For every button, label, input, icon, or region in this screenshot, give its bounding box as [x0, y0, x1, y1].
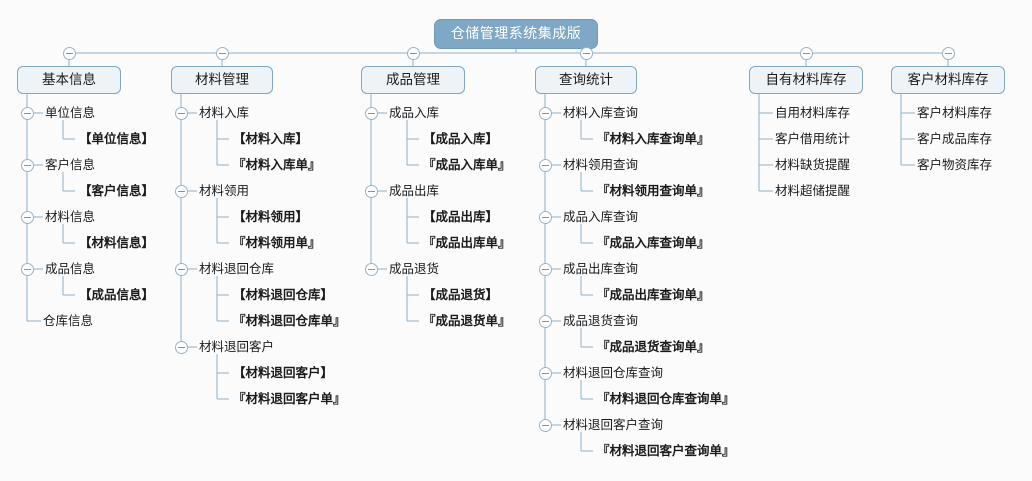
branch-box-1[interactable]: 基本信息	[17, 66, 121, 94]
node-label[interactable]: 【成品退货】	[423, 287, 499, 302]
node-label[interactable]: 客户物资库存	[917, 157, 993, 172]
node-label[interactable]: 材料入库查询	[563, 105, 639, 120]
branch-box-4[interactable]: 查询统计	[535, 66, 637, 94]
node-label[interactable]: 材料超储提醒	[775, 183, 851, 198]
branch-box-2[interactable]: 材料管理	[171, 66, 273, 94]
collapse-toggle-3-2[interactable]	[364, 184, 378, 198]
node-label[interactable]: 自用材料库存	[775, 105, 851, 120]
node-label[interactable]: 『材料退回仓库单』	[233, 313, 346, 328]
node-label[interactable]: 材料领用查询	[563, 157, 639, 172]
node-label[interactable]: 客户信息	[45, 157, 96, 172]
collapse-toggle-4-4[interactable]	[538, 262, 552, 276]
collapse-toggle-2-1[interactable]	[174, 106, 188, 120]
collapse-toggle-6[interactable]	[941, 46, 955, 60]
collapse-toggle-2-2[interactable]	[174, 184, 188, 198]
collapse-toggle-4-2[interactable]	[538, 158, 552, 172]
node-label[interactable]: 『成品退货单』	[423, 313, 511, 328]
node-label[interactable]: 【材料入库】	[233, 131, 309, 146]
node-label[interactable]: 成品入库查询	[563, 209, 639, 224]
branch-box-3[interactable]: 成品管理	[361, 66, 465, 94]
node-label[interactable]: 成品退货	[389, 261, 440, 276]
node-label[interactable]: 成品信息	[45, 261, 96, 276]
collapse-toggle-2-4[interactable]	[174, 340, 188, 354]
node-label[interactable]: 『成品出库单』	[423, 235, 511, 250]
node-label[interactable]: 成品出库	[389, 183, 440, 198]
node-label[interactable]: 【客户信息】	[79, 183, 155, 198]
collapse-toggle-1-2[interactable]	[20, 158, 34, 172]
node-label[interactable]: 成品入库	[389, 105, 440, 120]
collapse-toggle-4-6[interactable]	[538, 366, 552, 380]
node-label[interactable]: 『成品入库单』	[423, 157, 511, 172]
node-label[interactable]: 材料信息	[45, 209, 96, 224]
node-label[interactable]: 仓库信息	[43, 313, 94, 328]
collapse-toggle-2[interactable]	[215, 46, 229, 60]
collapse-toggle-3-1[interactable]	[364, 106, 378, 120]
node-label[interactable]: 成品出库查询	[563, 261, 639, 276]
root-node[interactable]: 仓储管理系统集成版	[434, 19, 598, 49]
node-label[interactable]: 材料缺货提醒	[775, 157, 851, 172]
collapse-toggle-1[interactable]	[62, 46, 76, 60]
node-label[interactable]: 『材料退回仓库查询单』	[597, 391, 735, 406]
collapse-toggle-4[interactable]	[579, 46, 593, 60]
node-label[interactable]: 『材料入库单』	[233, 157, 321, 172]
collapse-toggle-4-3[interactable]	[538, 210, 552, 224]
collapse-toggle-1-4[interactable]	[20, 262, 34, 276]
collapse-toggle-1-3[interactable]	[20, 210, 34, 224]
node-label[interactable]: 『成品入库查询单』	[597, 235, 710, 250]
collapse-toggle-5[interactable]	[799, 46, 813, 60]
node-label[interactable]: 『材料退回客户查询单』	[597, 443, 735, 458]
collapse-toggle-3-3[interactable]	[364, 262, 378, 276]
node-label[interactable]: 材料领用	[199, 183, 250, 198]
node-label[interactable]: 【材料退回客户】	[233, 365, 334, 380]
node-label[interactable]: 『成品出库查询单』	[597, 287, 710, 302]
node-label[interactable]: 材料退回客户查询	[563, 417, 664, 432]
node-label[interactable]: 『材料领用单』	[233, 235, 321, 250]
node-label[interactable]: 『材料入库查询单』	[597, 131, 710, 146]
node-label[interactable]: 【材料领用】	[233, 209, 309, 224]
node-label[interactable]: 『成品退货查询单』	[597, 339, 710, 354]
collapse-toggle-3[interactable]	[406, 46, 420, 60]
node-label[interactable]: 材料退回客户	[199, 339, 275, 354]
node-label[interactable]: 『材料退回客户单』	[233, 391, 346, 406]
node-label[interactable]: 客户材料库存	[917, 105, 993, 120]
collapse-toggle-4-7[interactable]	[538, 418, 552, 432]
node-label[interactable]: 【材料信息】	[79, 235, 155, 250]
collapse-toggle-4-5[interactable]	[538, 314, 552, 328]
node-label[interactable]: 【材料退回仓库】	[233, 287, 334, 302]
node-label[interactable]: 【成品出库】	[423, 209, 499, 224]
node-label[interactable]: 客户借用统计	[775, 131, 851, 146]
node-label[interactable]: 『材料领用查询单』	[597, 183, 710, 198]
node-label[interactable]: 【成品信息】	[79, 287, 155, 302]
node-label[interactable]: 材料入库	[199, 105, 250, 120]
node-label[interactable]: 材料退回仓库	[199, 261, 275, 276]
node-label[interactable]: 客户成品库存	[917, 131, 993, 146]
node-label[interactable]: 【单位信息】	[79, 131, 155, 146]
node-label[interactable]: 单位信息	[45, 105, 96, 120]
collapse-toggle-4-1[interactable]	[538, 106, 552, 120]
node-label[interactable]: 成品退货查询	[563, 313, 639, 328]
branch-box-5[interactable]: 自有材料库存	[749, 66, 863, 94]
node-label[interactable]: 材料退回仓库查询	[563, 365, 664, 380]
collapse-toggle-2-3[interactable]	[174, 262, 188, 276]
branch-box-6[interactable]: 客户材料库存	[891, 66, 1005, 94]
collapse-toggle-1-1[interactable]	[20, 106, 34, 120]
node-label[interactable]: 【成品入库】	[423, 131, 499, 146]
